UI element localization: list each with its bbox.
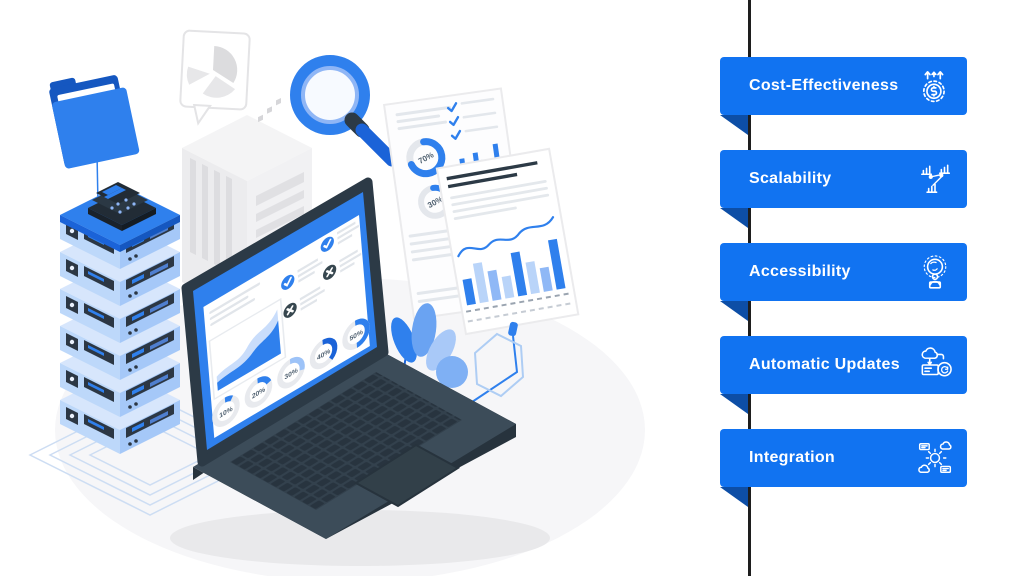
ribbon-fold [720,394,748,414]
laptop-trackpad [354,443,460,508]
cloud-computing-illustration: 70% 30% [28,29,580,566]
benefit-banner-automatic-updates: Automatic Updates [720,336,967,414]
benefit-banner-scalability: Scalability [720,150,967,228]
benefit-banner-cost-effectiveness: Cost-Effectiveness [720,57,967,135]
benefit-banner-integration: Integration [720,429,967,507]
server-stack [60,182,180,454]
plant [391,303,468,401]
cloud-update-icon [915,345,955,385]
growth-network-icon [915,159,955,199]
document-connector-line [465,321,519,407]
laptop-shadow [170,510,550,566]
pie-chart-bubble [179,29,251,126]
money-gear-icon [915,66,955,106]
chip-device [88,182,156,231]
ribbon-fold [720,487,748,507]
laptop: 10% 20% 30% 40% 50% [181,177,516,539]
report-document-front [435,147,580,336]
benefit-label: Integration [749,449,835,466]
magnifier-icon [290,55,399,167]
integration-gear-icon [915,438,955,478]
laptop-keyboard [230,372,462,510]
benefit-label: Cost-Effectiveness [749,77,899,94]
benefit-label: Scalability [749,170,832,187]
laptop-screen: 10% 20% 30% 40% 50% [181,177,389,467]
ribbon-fold [720,301,748,321]
benefit-label: Automatic Updates [749,356,900,373]
status-checklist [281,221,362,318]
folder-icon [49,75,140,169]
benefit-banner-accessibility: Accessibility [720,243,967,321]
ribbon-fold [720,115,748,135]
ribbon-fold [720,208,748,228]
area-chart-card [208,297,287,401]
benefit-label: Accessibility [749,263,851,280]
hexagon-outline [473,332,525,398]
global-access-icon [915,252,955,292]
